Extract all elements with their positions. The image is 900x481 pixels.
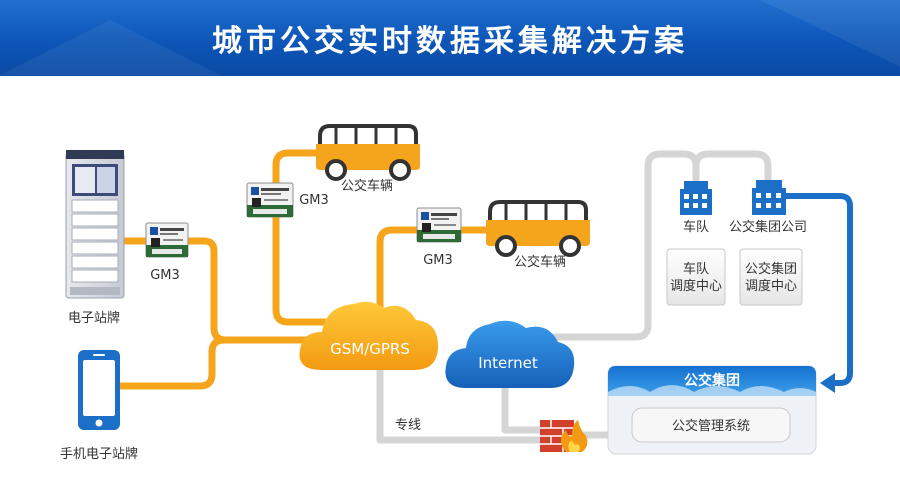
phone-board-label: 手机电子站牌 (60, 446, 138, 462)
link-gsm-dedicated-line (376, 356, 546, 444)
building-icon (752, 180, 786, 215)
gm3-label-c: GM3 (423, 253, 453, 268)
internet-label: Internet (478, 354, 538, 372)
group-dispatch-line-1: 公交集团 (745, 261, 797, 277)
link-internet-firewall (501, 381, 546, 434)
page-title: 城市公交实时数据采集解决方案 (212, 24, 688, 59)
gm3-label-b: GM3 (299, 193, 329, 208)
blue-link (786, 193, 853, 393)
e-board-label: 电子站牌 (68, 310, 120, 326)
gsm-gprs-label: GSM/GPRS (330, 340, 410, 358)
title-banner: 城市公交实时数据采集解决方案 (0, 0, 900, 76)
group-dispatch-line-2: 调度中心 (745, 278, 797, 294)
fleet-dispatch-line-2: 调度中心 (670, 278, 722, 294)
orange-links (116, 149, 492, 390)
banner-decoration (0, 20, 250, 76)
bus-icon (486, 200, 590, 257)
gm3-module-icon (246, 182, 294, 218)
link-bus1-gsm (272, 149, 334, 326)
gm3-module-icon (145, 222, 189, 258)
group-company-label: 公交集团公司 (729, 219, 807, 235)
mobile-phone-icon (78, 350, 120, 430)
fleet-dispatch-center-box: 车队 调度中心 (666, 248, 726, 306)
link-fleet-group-company (692, 150, 772, 184)
management-system-label: 公交管理系统 (672, 418, 750, 434)
bus-icon (316, 124, 420, 181)
group-dispatch-center-box: 公交集团 调度中心 (739, 248, 803, 306)
fleet-label: 车队 (683, 219, 709, 235)
group-panel-title: 公交集团 (684, 372, 740, 389)
bus-label-1: 公交车辆 (341, 178, 393, 194)
link-internet-fleet (544, 150, 700, 341)
electronic-stop-sign-icon (65, 150, 125, 299)
building-icon (680, 181, 712, 215)
link-group-company-group (786, 193, 853, 386)
bus-group-panel: 公交集团 公交管理系统 (607, 365, 817, 455)
internet-cloud-icon (445, 320, 575, 388)
link-bus2-gsm (376, 226, 492, 334)
arrow-head (820, 373, 835, 393)
link-phone-gsm (116, 336, 228, 390)
firewall-icon (540, 420, 588, 452)
dedicated-line-label: 专线 (395, 418, 421, 433)
gsm-gprs-cloud-icon (299, 301, 438, 370)
gray-links (376, 150, 772, 444)
gm3-label-a: GM3 (150, 268, 180, 283)
gm3-module-icon (416, 207, 462, 243)
banner-decoration (760, 0, 900, 76)
fleet-dispatch-line-1: 车队 (683, 261, 709, 277)
bus-label-2: 公交车辆 (514, 254, 566, 270)
